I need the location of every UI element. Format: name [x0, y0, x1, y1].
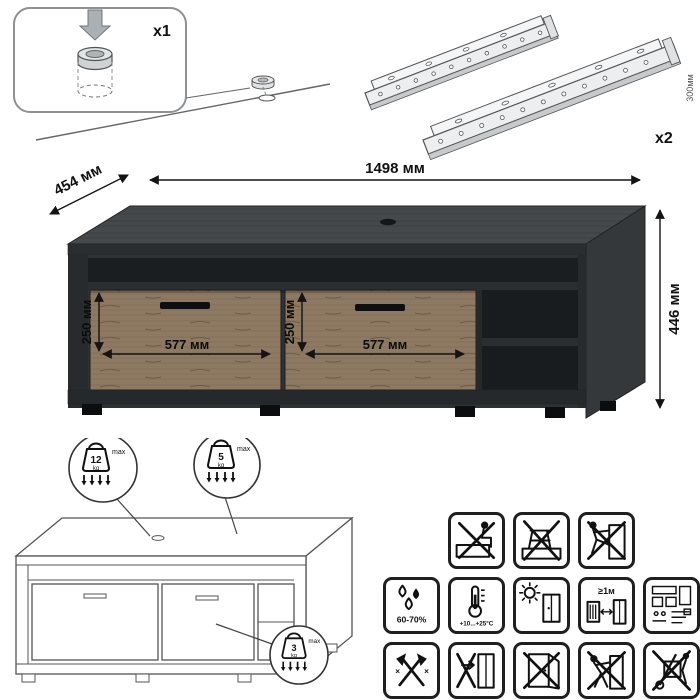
slides-length-label: 300мм	[685, 74, 695, 101]
drawer-handle-right	[355, 304, 405, 311]
compartment-shelf	[482, 338, 578, 346]
drawer-slide-rail-1	[364, 14, 559, 111]
svg-text:577 мм: 577 мм	[165, 337, 210, 352]
svg-text:kg: kg	[93, 466, 99, 472]
svg-text:60-70%: 60-70%	[397, 615, 427, 625]
press-down-arrow-icon	[78, 9, 112, 41]
dim-width: 1498 мм	[149, 160, 641, 185]
bottom-panel	[67, 389, 587, 405]
stand-outline	[14, 516, 354, 683]
no-objects-on-top-icon	[513, 512, 570, 569]
humidity-icon: 60-70%	[383, 577, 440, 634]
cable-hole	[380, 218, 396, 226]
dim-drawer-right-width: 577 мм	[305, 337, 465, 359]
load-callout-top: 12 kg max	[68, 438, 138, 503]
assembly-parts-icon	[643, 577, 700, 634]
svg-text:577 мм: 577 мм	[363, 337, 408, 352]
callout-leader-line	[185, 87, 251, 99]
dim-height: 446 мм	[655, 209, 683, 409]
divider-stile	[476, 290, 482, 390]
svg-text:×: ×	[424, 667, 429, 676]
projection-lines	[77, 62, 113, 98]
dim-depth-label: 454 мм	[51, 161, 105, 199]
left-stile	[68, 255, 88, 408]
load-limits-diagram: 12 kg max 5 kg max	[14, 438, 354, 685]
drawer-handle-left	[160, 302, 210, 309]
leader-top-load	[116, 498, 151, 537]
svg-text:max: max	[308, 638, 321, 645]
svg-text:×: ×	[395, 667, 400, 676]
svg-text:max: max	[237, 446, 251, 453]
panel-edge-line	[35, 83, 331, 141]
right-stile	[578, 255, 586, 408]
dim-height-label: 446 мм	[666, 283, 683, 334]
leader-drawer-load	[215, 623, 273, 645]
cam-cover-small-icon	[251, 75, 276, 102]
no-move-doors-open-icon	[513, 642, 570, 699]
drawer-slides-diagram: x2 300мм	[364, 14, 695, 161]
foot-callout-diagram: x1	[13, 7, 331, 141]
svg-text:≥1м: ≥1м	[598, 586, 615, 596]
open-shelf-niche	[88, 258, 578, 282]
svg-text:250 мм: 250 мм	[79, 300, 94, 345]
dim-drawer-left-height: 250 мм	[79, 292, 104, 352]
svg-text:+10...+25°С: +10...+25°С	[460, 619, 494, 627]
dim-drawer-right-height: 250 мм	[282, 292, 307, 352]
cam-cover-qty: x1	[153, 23, 171, 40]
svg-text:12: 12	[90, 455, 102, 466]
no-climb-icon	[578, 512, 635, 569]
slides-qty: x2	[655, 130, 673, 147]
shelf-front-edge	[88, 282, 578, 290]
dim-drawer-left-width: 577 мм	[102, 337, 271, 359]
no-sharp-tools-icon: × ×	[383, 642, 440, 699]
tv-stand-dimensioned-view: 1498 мм 454 мм 446 мм	[49, 160, 683, 419]
svg-text:max: max	[112, 449, 126, 456]
drawer-slide-rail-2	[422, 36, 682, 161]
heat-distance-icon: ≥1м	[578, 577, 635, 634]
no-sit-icon	[448, 512, 505, 569]
outline-drawer-right	[161, 583, 255, 661]
leader-shelf-load	[224, 496, 238, 535]
load-callout-drawer: 3 kg max	[269, 625, 329, 685]
temperature-icon: +10...+25°С	[448, 577, 505, 634]
load-callout-shelf: 5 kg max	[193, 438, 261, 499]
svg-text:kg: kg	[291, 653, 297, 659]
dim-width-label: 1498 мм	[365, 160, 425, 177]
no-direct-sunlight-icon	[513, 577, 570, 634]
legs	[82, 401, 616, 418]
top-front-edge	[67, 243, 587, 256]
svg-text:250 мм: 250 мм	[282, 300, 297, 345]
tv-stand-render	[66, 205, 647, 419]
right-end-panel	[585, 205, 646, 419]
top-panel	[66, 205, 647, 245]
no-drag-icon	[448, 642, 505, 699]
dim-depth: 454 мм	[49, 161, 129, 215]
cam-cover-icon	[77, 46, 113, 71]
no-push-icon	[578, 642, 635, 699]
svg-text:kg: kg	[218, 463, 224, 469]
svg-text:3: 3	[291, 643, 296, 653]
svg-text:5: 5	[218, 452, 224, 463]
no-hand-truck-icon	[643, 642, 700, 699]
